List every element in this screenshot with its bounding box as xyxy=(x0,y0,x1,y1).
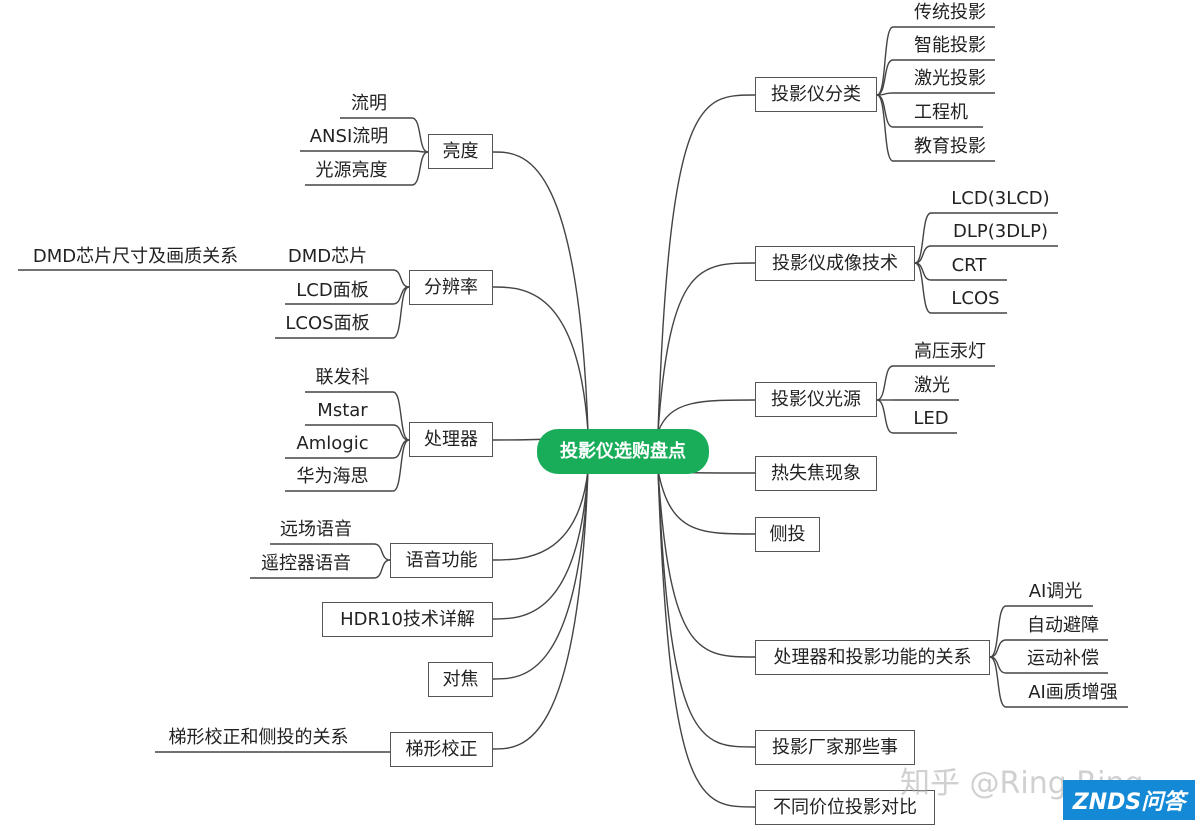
leaf-amlogic[interactable]: Amlogic xyxy=(296,433,369,454)
leaf-smart[interactable]: 智能投影 xyxy=(914,35,986,56)
leaf-mercury-lamp[interactable]: 高压汞灯 xyxy=(914,341,986,362)
connector-root-left-4 xyxy=(492,469,589,620)
fork-imaging-curve-1 xyxy=(914,245,932,264)
leaf-dlp[interactable]: DLP(3DLP) xyxy=(953,221,1048,242)
leaf-laser[interactable]: 激光 xyxy=(914,375,950,396)
connector-root-left-0 xyxy=(492,151,589,433)
leaf-lcos-panel[interactable]: LCOS面板 xyxy=(285,313,370,334)
fork-imaging-curve-2 xyxy=(914,262,932,281)
branch-brightness[interactable]: 亮度 xyxy=(428,134,493,169)
leaf-engineering[interactable]: 工程机 xyxy=(914,102,968,123)
branch-manufacturers[interactable]: 投影厂家那些事 xyxy=(755,730,915,765)
fork-processor-curve-0 xyxy=(989,605,1007,658)
branch-resolution[interactable]: 分辨率 xyxy=(409,270,493,305)
watermark-logo: ZNDS问答 xyxy=(1063,780,1195,820)
connector-root-right-2 xyxy=(657,399,756,433)
fork-light-curve-0 xyxy=(876,365,894,401)
leaf-lcd[interactable]: LCD(3LCD) xyxy=(951,188,1050,209)
leaf-remote-voice[interactable]: 遥控器语音 xyxy=(261,553,351,574)
leaf-mstar[interactable]: Mstar xyxy=(317,400,368,421)
connector-root-left-6 xyxy=(492,469,589,750)
branch-processor[interactable]: 处理器 xyxy=(409,422,493,457)
connector-root-right-1 xyxy=(657,262,756,433)
leaf-traditional[interactable]: 传统投影 xyxy=(914,2,986,23)
branch-light-source[interactable]: 投影仪光源 xyxy=(755,382,877,417)
leaf-motion-comp[interactable]: 运动补偿 xyxy=(1027,648,1099,669)
fork-brightness-curve-0 xyxy=(411,117,429,153)
connector-root-right-5 xyxy=(657,469,756,658)
fork-light-curve-2 xyxy=(876,399,894,434)
leaf-laser-projection[interactable]: 激光投影 xyxy=(914,68,986,89)
leaf-keystone-side[interactable]: 梯形校正和侧投的关系 xyxy=(168,727,349,748)
leaf-ai-dimming[interactable]: AI调光 xyxy=(1028,581,1083,602)
fork-processor-curve-1 xyxy=(989,639,1007,658)
fork-voice-curve-1 xyxy=(373,559,391,579)
branch-price-comparison[interactable]: 不同价位投影对比 xyxy=(755,790,935,825)
connector-root-left-3 xyxy=(492,469,589,561)
fork-resolution-curve-1 xyxy=(392,286,410,305)
leaf-source-brightness[interactable]: 光源亮度 xyxy=(315,160,388,181)
connector-root-left-1 xyxy=(492,286,589,433)
leaf-ansi-lumen[interactable]: ANSI流明 xyxy=(309,126,389,147)
fork-imaging-curve-3 xyxy=(914,262,932,314)
leaf-crt[interactable]: CRT xyxy=(951,255,987,276)
branch-side-projection[interactable]: 侧投 xyxy=(755,517,820,552)
fork-processor-left-curve-1 xyxy=(392,424,410,441)
branch-keystone[interactable]: 梯形校正 xyxy=(390,732,493,767)
fork-imaging-curve-0 xyxy=(914,212,932,264)
leaf-hisilicon[interactable]: 华为海思 xyxy=(296,466,369,487)
fork-voice-curve-0 xyxy=(373,543,391,561)
leaf-education[interactable]: 教育投影 xyxy=(914,136,986,157)
leaf-ai-quality[interactable]: AI画质增强 xyxy=(1028,682,1118,703)
connector-root-left-5 xyxy=(492,469,589,680)
leaf-far-field[interactable]: 远场语音 xyxy=(280,519,352,540)
leaf-obstacle-avoid[interactable]: 自动避障 xyxy=(1027,615,1099,636)
branch-processor-functions[interactable]: 处理器和投影功能的关系 xyxy=(755,640,990,675)
fork-types-curve-4 xyxy=(876,94,894,162)
fork-processor-curve-3 xyxy=(989,656,1007,708)
root-topic[interactable]: 投影仪选购盘点 xyxy=(537,429,709,474)
fork-brightness-curve-2 xyxy=(411,151,429,186)
fork-processor-curve-2 xyxy=(989,656,1007,674)
connector-root-right-0 xyxy=(657,94,756,433)
connector-root-right-4 xyxy=(657,469,756,535)
branch-imaging-tech[interactable]: 投影仪成像技术 xyxy=(755,246,915,281)
branch-hdr10[interactable]: HDR10技术详解 xyxy=(322,602,493,637)
fork-processor-left-curve-2 xyxy=(392,439,410,459)
fork-processor-left-curve-3 xyxy=(392,439,410,492)
branch-projector-types[interactable]: 投影仪分类 xyxy=(755,77,877,112)
connector-root-right-7 xyxy=(657,469,756,808)
fork-types-curve-1 xyxy=(876,59,894,96)
leaf-mediatek[interactable]: 联发科 xyxy=(315,367,370,388)
leaf-lcd-panel[interactable]: LCD面板 xyxy=(296,280,369,301)
fork-processor-left-curve-0 xyxy=(392,391,410,441)
branch-focus[interactable]: 对焦 xyxy=(428,662,493,697)
branch-thermal-defocus[interactable]: 热失焦现象 xyxy=(755,456,877,491)
leaf-led[interactable]: LED xyxy=(913,408,949,429)
leaf-lumen[interactable]: 流明 xyxy=(351,93,387,114)
branch-voice[interactable]: 语音功能 xyxy=(390,543,493,578)
connector-root-right-6 xyxy=(657,469,756,748)
leaf-dmd-quality[interactable]: DMD芯片尺寸及画质关系 xyxy=(32,246,239,267)
fork-resolution-curve-2 xyxy=(392,286,410,339)
fork-resolution-curve-0 xyxy=(392,269,410,288)
leaf-lcos[interactable]: LCOS xyxy=(951,288,1000,309)
leaf-dmd-chip[interactable]: DMD芯片 xyxy=(287,246,368,267)
